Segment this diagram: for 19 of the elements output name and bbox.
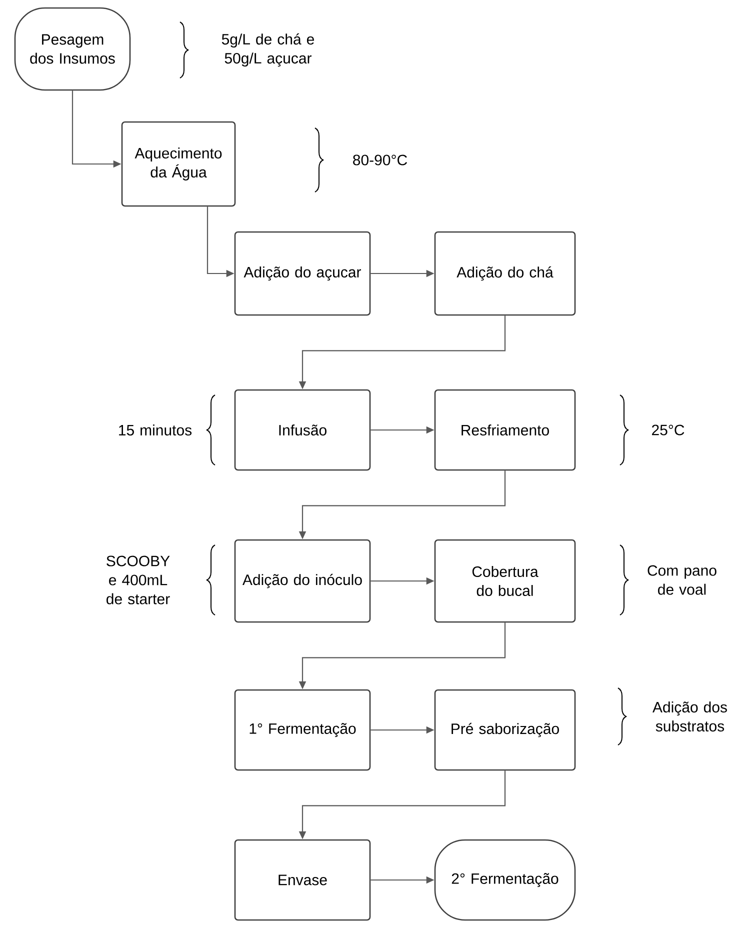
process-box: Pré saborização bbox=[434, 689, 576, 771]
annotation-text: 80-90°C bbox=[353, 154, 408, 166]
annotation-text: SCOOBY e 400mL de starter bbox=[106, 556, 170, 604]
process-box: Infusão bbox=[234, 389, 371, 471]
annotation-text: 5g/L de chá e 50g/L açucar bbox=[222, 33, 314, 67]
process-box: Adição do inóculo bbox=[234, 539, 371, 623]
process-box: 1° Fermentação bbox=[234, 689, 371, 771]
annotation-text: Com pano de voal bbox=[648, 565, 716, 595]
process-box: Adição do açucar bbox=[234, 231, 371, 316]
process-box: Resfriamento bbox=[434, 389, 576, 471]
process-box: Adição do chá bbox=[434, 231, 576, 316]
annotation-text: 15 minutos bbox=[119, 424, 192, 436]
annotation-text: 25°C bbox=[652, 424, 684, 436]
terminal-box: Pesagem dos Insumos bbox=[14, 7, 131, 91]
process-box: Cobertura do bucal bbox=[434, 539, 576, 623]
process-box: Aquecimento da Água bbox=[121, 121, 236, 207]
terminal-box: 2° Fermentação bbox=[434, 839, 576, 921]
annotation-text: Adição dos substratos bbox=[652, 702, 727, 732]
process-box: Envase bbox=[234, 839, 371, 921]
